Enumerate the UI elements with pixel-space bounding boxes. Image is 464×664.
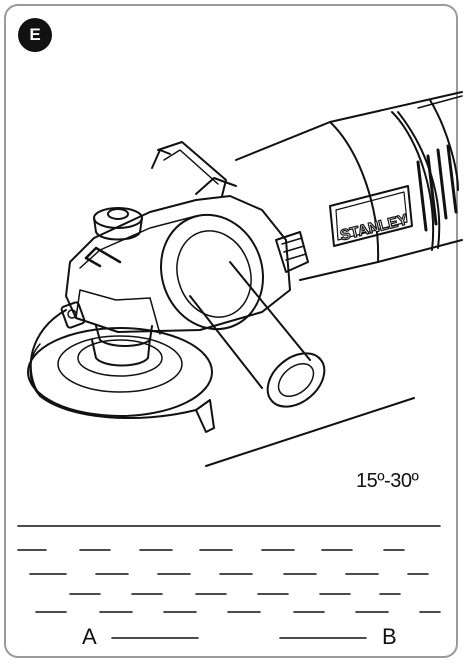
label-a: A [82, 624, 97, 649]
spindle-lock-button [93, 207, 143, 241]
angle-range-label: 15º-30º [356, 470, 419, 492]
figure-badge: E [18, 18, 52, 52]
motor-housing [235, 91, 463, 281]
label-b: B [382, 624, 397, 649]
work-surface-line [205, 397, 415, 467]
brand-plate [329, 185, 413, 247]
switch-slider [151, 141, 237, 197]
figure-frame [4, 4, 458, 658]
side-handle-mount [275, 231, 309, 273]
grinding-disc [27, 325, 213, 417]
surface-hatching [17, 525, 441, 613]
side-handle [159, 213, 326, 408]
guard-clamp [60, 301, 86, 329]
gear-head [65, 195, 291, 335]
